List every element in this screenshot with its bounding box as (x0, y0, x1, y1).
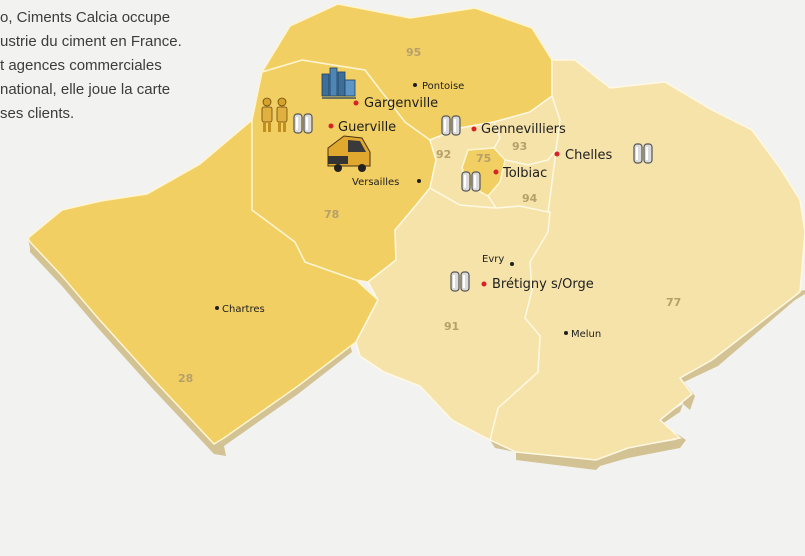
department-number: 92 (436, 148, 451, 161)
intro-line: ustrie du ciment en France. (0, 33, 182, 50)
city-label-pontoise: Pontoise (422, 81, 464, 92)
intro-text: o, Ciments Calcia occupe ustrie du cimen… (0, 6, 270, 126)
department-number: 93 (512, 140, 527, 153)
city-labels: Pontoise Versailles Evry Melun Chartres (222, 81, 601, 340)
department-numbers: 95 78 92 75 93 94 91 77 28 (178, 46, 681, 385)
map-extrusion (28, 238, 805, 470)
site-label-chelles: Chelles (565, 148, 613, 163)
department-number: 95 (406, 46, 421, 59)
department-number: 75 (476, 152, 491, 165)
department-number: 94 (522, 192, 538, 205)
intro-line: t agences commerciales (0, 57, 162, 74)
site-label-guerville: Guerville (338, 120, 396, 135)
department-number: 78 (324, 208, 339, 221)
site-label-gennevilliers: Gennevilliers (481, 122, 566, 137)
department-number: 91 (444, 320, 459, 333)
intro-line: ses clients. (0, 105, 75, 122)
city-label-evry: Evry (482, 254, 504, 265)
city-label-versailles: Versailles (352, 177, 399, 188)
department-number: 77 (666, 296, 681, 309)
site-labels: Gargenville Guerville Gennevilliers Chel… (338, 96, 613, 292)
truck-icon (327, 135, 371, 172)
department-28 (27, 118, 379, 445)
factory-icon (321, 67, 356, 99)
city-label-melun: Melun (571, 329, 601, 340)
intro-line: o, Ciments Calcia occupe (0, 9, 171, 26)
city-label-chartres: Chartres (222, 304, 265, 315)
worker-icon (261, 97, 288, 132)
intro-line: national, elle joue la carte (0, 81, 171, 98)
site-label-gargenville: Gargenville (364, 96, 438, 111)
site-label-tolbiac: Tolbiac (502, 166, 547, 181)
site-dots (328, 100, 560, 287)
department-number: 28 (178, 372, 193, 385)
city-dots (215, 83, 568, 335)
site-label-bretigny: Brétigny s/Orge (492, 277, 594, 292)
